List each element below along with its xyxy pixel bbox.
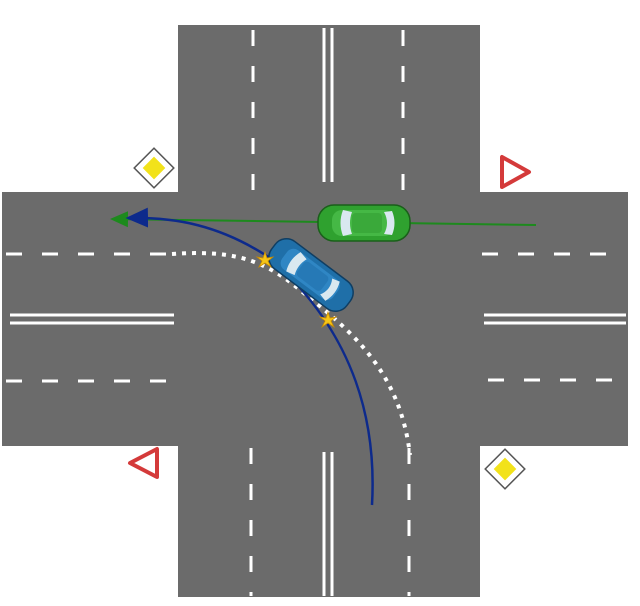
horizontal-road <box>2 192 628 446</box>
road-surface <box>2 25 628 597</box>
yield-sign-ne-icon <box>500 155 531 189</box>
lane-markings <box>6 28 626 596</box>
priority-road-sign-se-icon <box>484 448 526 490</box>
yield-sign-sw-icon <box>128 447 159 479</box>
priority-road-sign-nw-icon <box>133 147 175 189</box>
blue-car <box>268 237 354 313</box>
green-car <box>317 204 411 242</box>
collision-mark-front <box>255 250 275 269</box>
collision-mark-rear <box>318 310 338 329</box>
